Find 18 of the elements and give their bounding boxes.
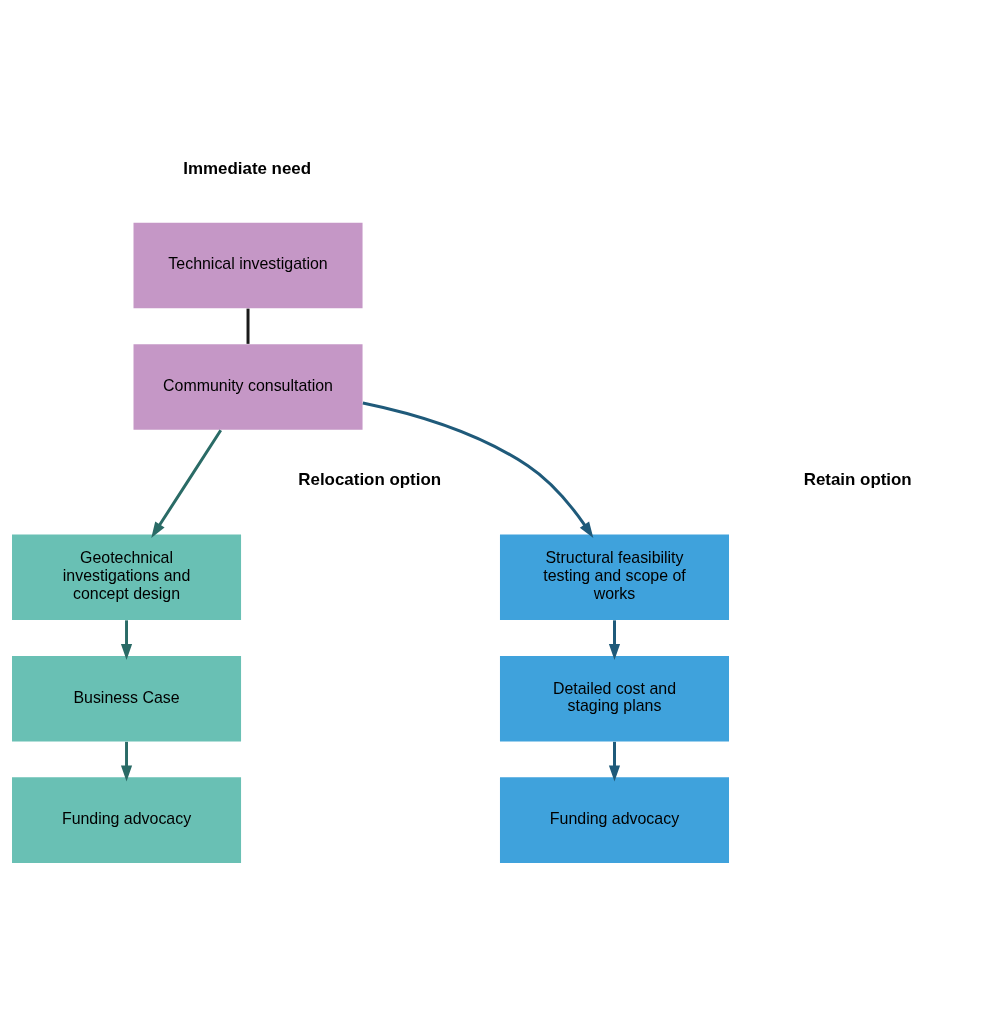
label: Relocation option	[298, 470, 442, 490]
node-box: Geotechnical investigations and concept design	[12, 534, 242, 621]
arrow	[362, 401, 594, 538]
connector	[246, 308, 250, 344]
node-box: Funding advocacy	[499, 777, 729, 863]
arrow	[151, 429, 222, 538]
node-box: Business Case	[12, 655, 242, 742]
arrow	[608, 620, 621, 661]
node-box: Funding advocacy	[12, 777, 242, 863]
node-box: Detailed cost and staging plans	[499, 655, 729, 742]
arrow	[120, 620, 133, 661]
arrow	[608, 741, 621, 782]
label: Immediate need	[183, 158, 312, 178]
node-box: Community consultation	[133, 344, 363, 430]
arrow	[120, 741, 133, 782]
node-box: Structural feasibility testing and scope of works	[499, 534, 729, 621]
node-box: Technical investigation	[133, 222, 363, 309]
label: Retain option	[803, 470, 912, 490]
